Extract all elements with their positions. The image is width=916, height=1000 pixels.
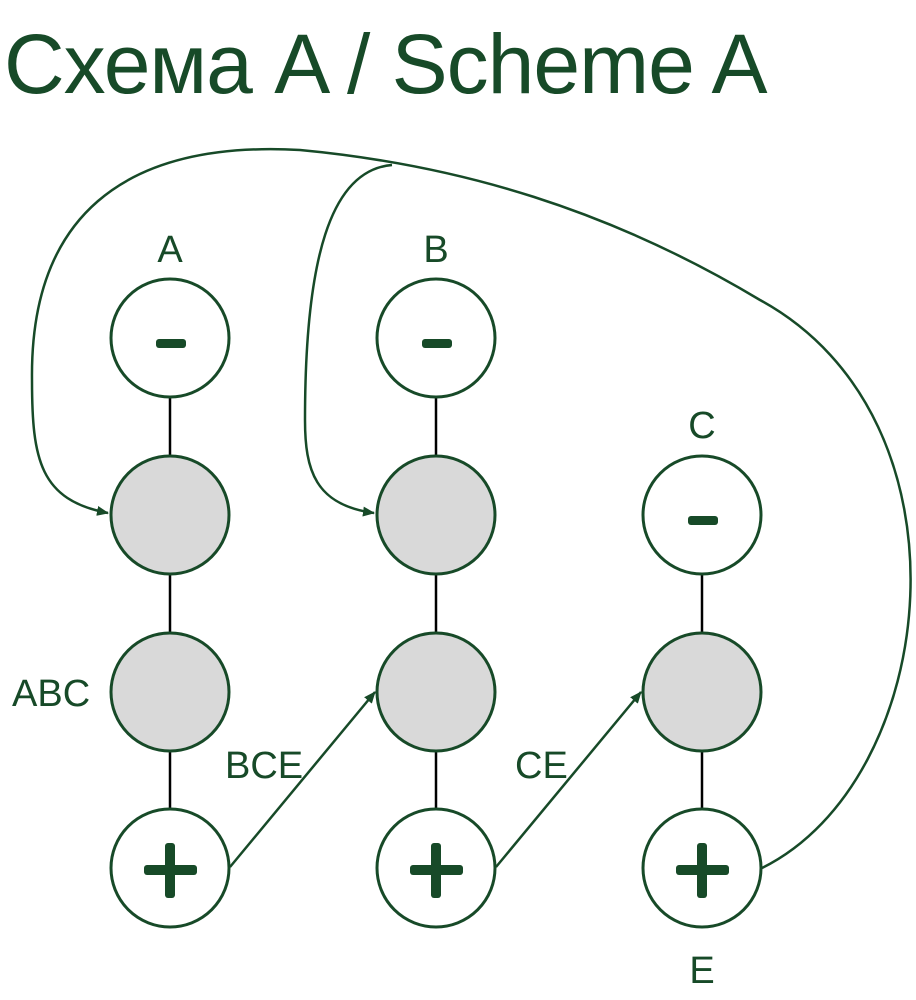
- minus-icon: [156, 339, 186, 348]
- node-b-gray-2: [375, 631, 497, 753]
- label-e: E: [689, 950, 714, 992]
- node-c-gray-1: [641, 631, 763, 753]
- plus-icon: [676, 843, 729, 898]
- edge-bce-arrow: [229, 691, 376, 868]
- node-a-minus: [109, 277, 231, 399]
- label-a: A: [157, 229, 183, 271]
- node-c-minus: [641, 454, 763, 576]
- column-c: C CE E: [515, 405, 763, 992]
- node-b-minus: [375, 277, 497, 399]
- column-b: B BCE: [225, 229, 497, 929]
- label-b: B: [423, 229, 448, 271]
- plus-icon: [410, 843, 463, 898]
- label-abc: ABC: [12, 673, 90, 715]
- minus-icon: [422, 339, 452, 348]
- node-a-gray-1: [109, 454, 231, 576]
- column-connectors: [168, 397, 704, 810]
- node-b-plus: [375, 807, 497, 929]
- plus-icon: [144, 843, 197, 898]
- label-ce: CE: [515, 745, 568, 787]
- node-a-plus: [109, 807, 231, 929]
- label-c: C: [688, 405, 715, 447]
- edge-ce-arrow: [495, 691, 642, 868]
- node-b-gray-1: [375, 454, 497, 576]
- column-a: A ABC: [12, 229, 231, 929]
- minus-icon: [688, 516, 718, 525]
- diagram-title: Схема A / Scheme A: [4, 17, 768, 111]
- feedback-curve-to-b: [303, 163, 393, 517]
- node-a-gray-2: [109, 631, 231, 753]
- node-c-plus: [641, 807, 763, 929]
- feedback-curve-to-a: [30, 147, 912, 870]
- label-bce: BCE: [225, 745, 303, 787]
